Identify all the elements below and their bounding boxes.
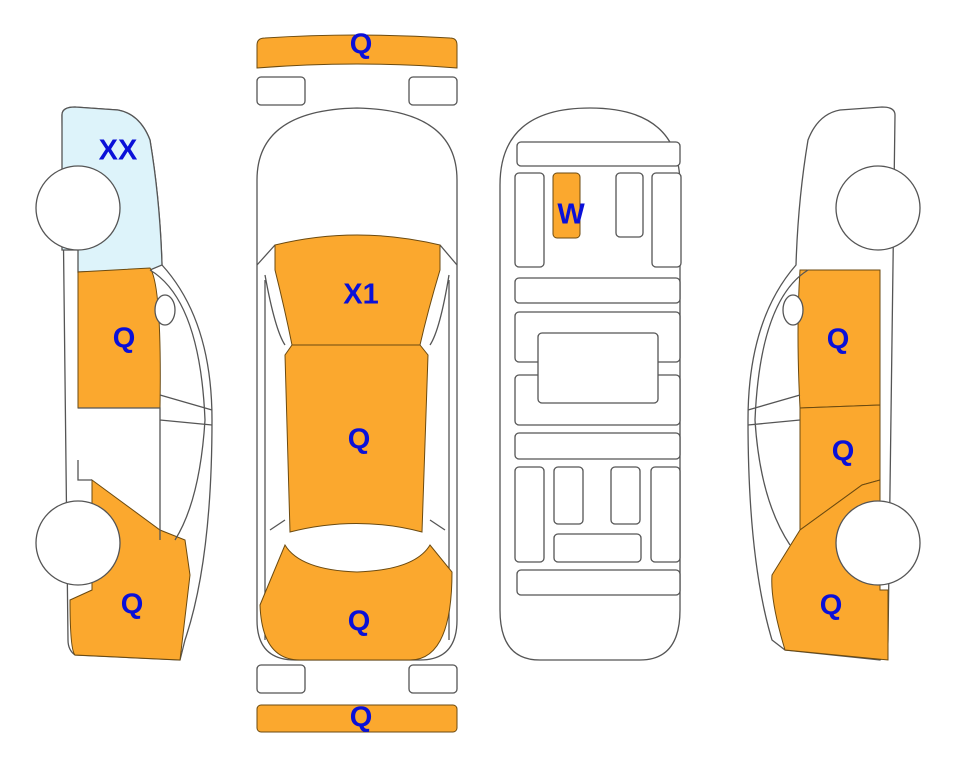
left-rear-wheel [35,165,121,251]
label-right-rear-door: Q [832,436,855,468]
label-underside-part: W [557,199,585,231]
label-roof: Q [348,424,371,456]
label-windshield: X1 [343,279,378,311]
label-right-rear-fender: Q [820,590,843,622]
label-rear-window: Q [348,606,371,638]
front-bumper[interactable] [256,34,458,69]
top-view: Q X1 Q Q Q [256,29,458,734]
label-left-front-fender: Q [121,589,144,621]
left-side-view: XX Q Q [35,106,213,661]
left-front-wheel [35,500,121,586]
right-rear-wheel [835,500,921,586]
label-left-rear-glass: XX [99,135,138,167]
label-front-bumper: Q [350,29,373,61]
windshield[interactable] [274,234,441,346]
underside-view: W [499,107,682,661]
underside-part[interactable] [552,172,581,239]
label-right-front-door: Q [827,324,850,356]
right-side-view: Q Q Q [747,106,921,661]
rear-window[interactable] [259,543,453,661]
label-rear-bumper: Q [350,702,373,734]
rear-bumper[interactable] [256,704,458,733]
roof[interactable] [284,344,429,533]
label-left-front-door: Q [113,323,136,355]
right-front-wheel [835,165,921,251]
